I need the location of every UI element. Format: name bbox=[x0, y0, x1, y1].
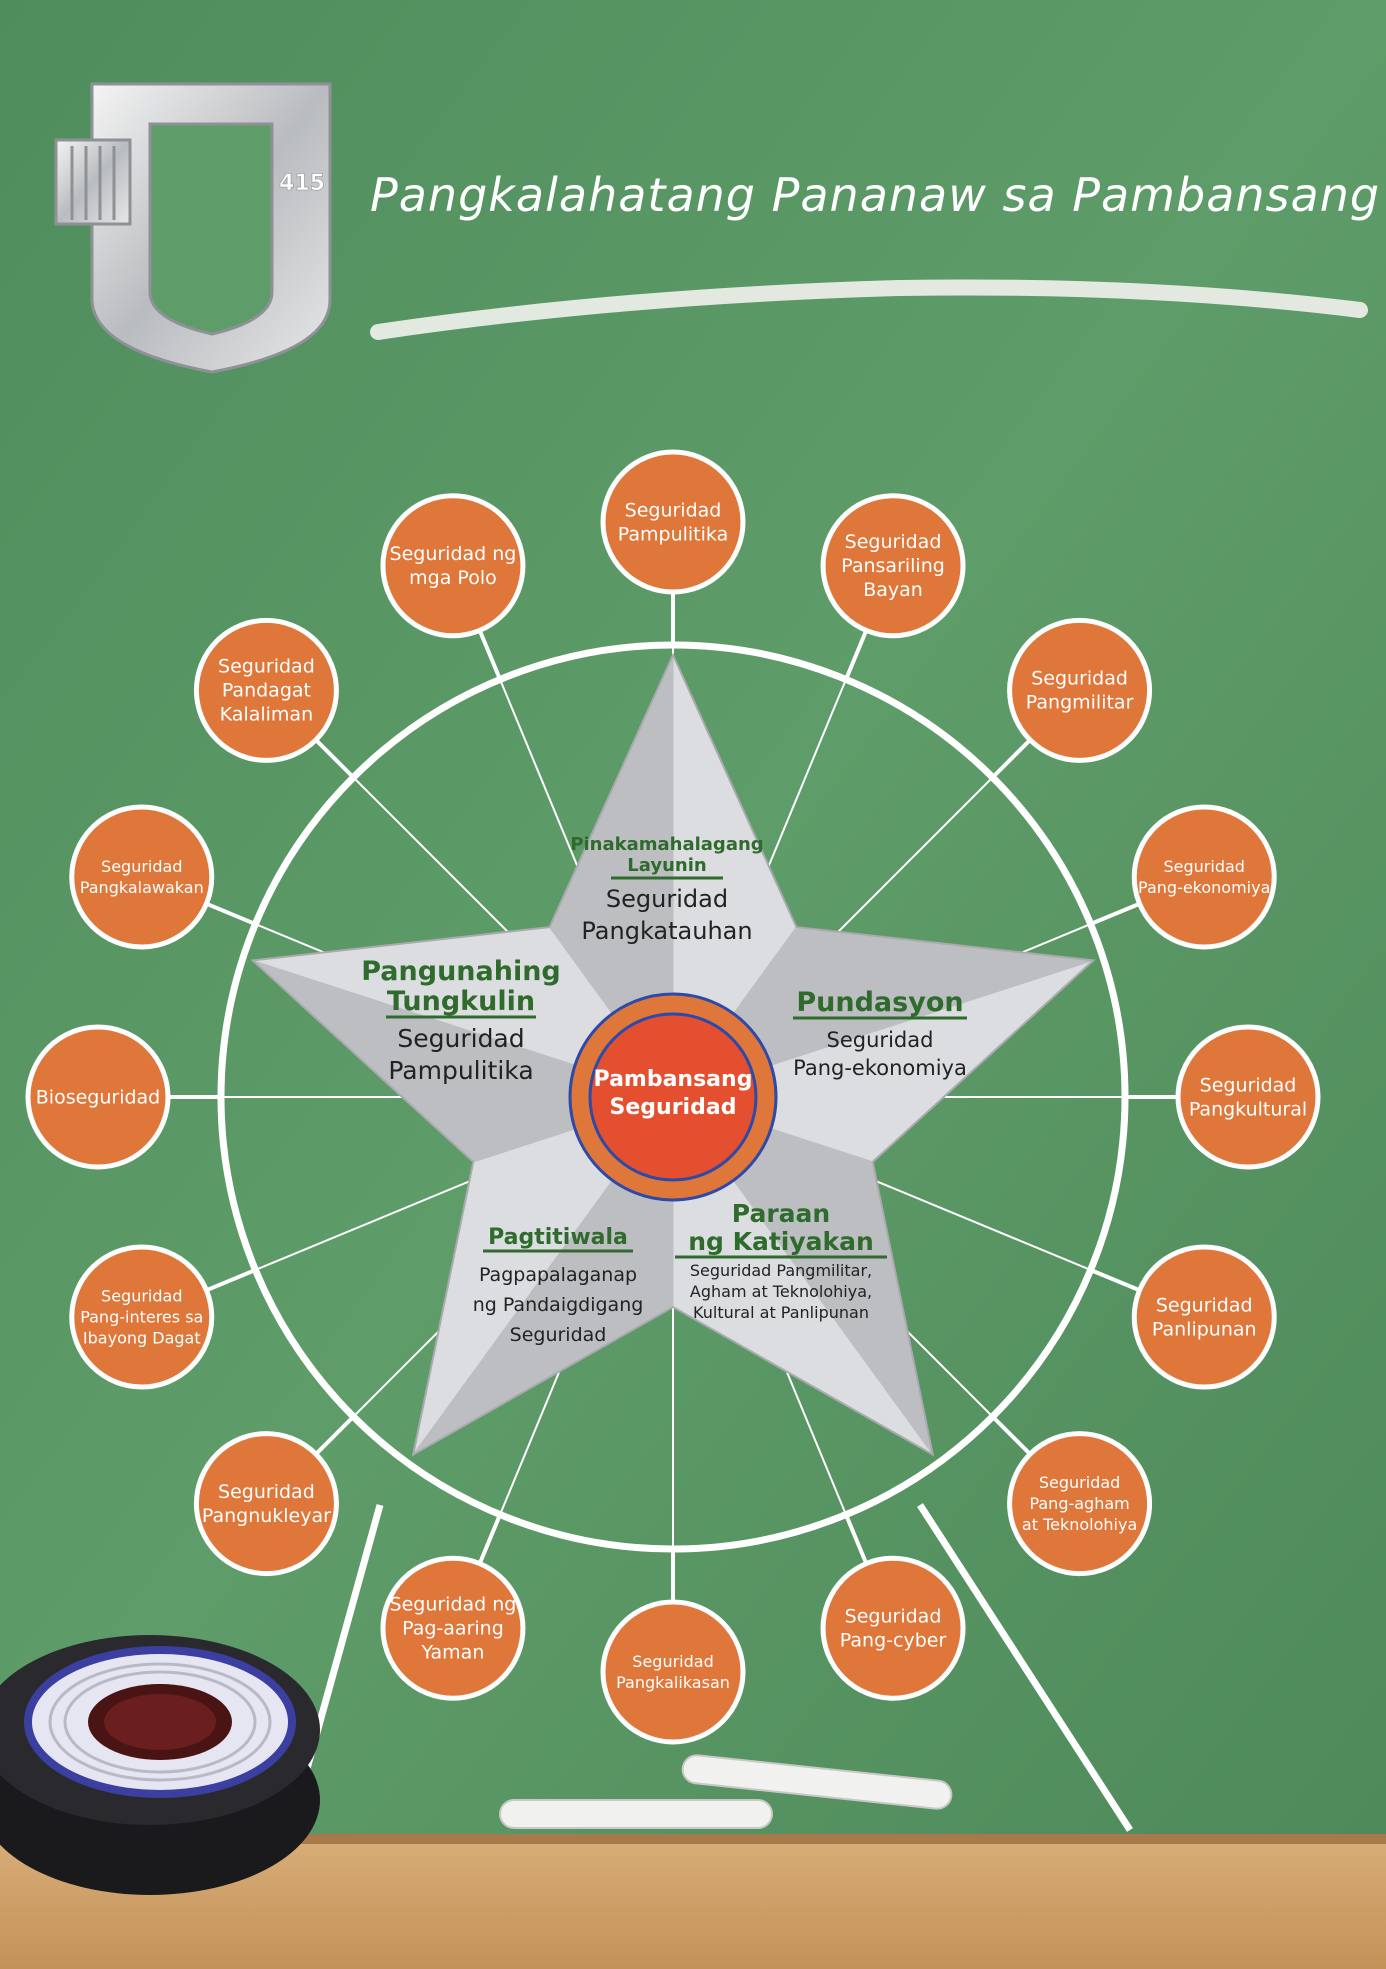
section-body: Seguridad Pangmilitar,Agham at Teknolohi… bbox=[690, 1261, 872, 1322]
node-connector bbox=[476, 1513, 502, 1569]
node-connector bbox=[476, 625, 502, 681]
node-connector bbox=[311, 1415, 355, 1459]
chalk-pieces bbox=[499, 1754, 953, 1829]
node-connector bbox=[201, 1268, 257, 1294]
node-circle: Bioseguridad bbox=[25, 1024, 171, 1170]
section-heading: Pagtitiwala bbox=[488, 1225, 628, 1250]
section-heading: Pundasyon bbox=[796, 987, 963, 1018]
star-outline bbox=[250, 652, 1096, 1457]
emblem-logo: 415 bbox=[54, 82, 332, 374]
star-shape bbox=[250, 652, 1096, 1457]
node-connector bbox=[844, 625, 870, 681]
node-connector bbox=[201, 900, 257, 926]
logo-number: 415 bbox=[279, 171, 325, 196]
node-connector bbox=[311, 735, 355, 779]
node-connector bbox=[991, 735, 1035, 779]
chalk-underline bbox=[370, 279, 1368, 340]
tape-roll-icon bbox=[0, 1635, 320, 1895]
node-connector bbox=[844, 1513, 870, 1569]
node-label: Bioseguridad bbox=[36, 1086, 160, 1108]
node-connector bbox=[1089, 1268, 1145, 1294]
page-title: Pangkalahatang Pananaw sa Pambansang Seg… bbox=[370, 168, 1386, 222]
node-connector bbox=[991, 1415, 1035, 1459]
node-connector bbox=[1089, 900, 1145, 926]
